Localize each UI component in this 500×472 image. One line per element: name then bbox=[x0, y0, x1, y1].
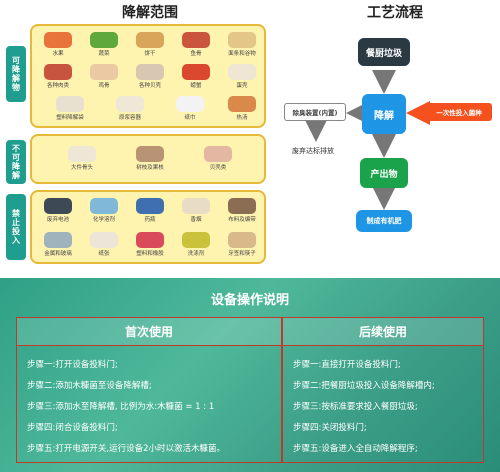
first-use-step: 步骤三:添加水至降解槽, 比例为水:木糠菌 = 1 : 1 bbox=[27, 402, 215, 412]
subsequent-use-step: 步骤二:把餐厨垃圾投入设备降解槽内; bbox=[293, 381, 435, 391]
first-use-step: 步骤二:添加木糠菌至设备降解槽; bbox=[27, 381, 152, 391]
instructions-band bbox=[0, 278, 500, 472]
item-noodles: 面条和谷物 bbox=[222, 32, 262, 57]
item-chicken-bone: 鸡骨 bbox=[84, 64, 124, 89]
flow-node-fertilizer: 制成有机肥 bbox=[356, 210, 412, 232]
category-tab-degradable: 可降解物 bbox=[6, 46, 26, 102]
subsequent-use-step: 步骤一:直接打开设备投料门; bbox=[293, 360, 401, 370]
item-meat: 各种肉类 bbox=[38, 64, 78, 89]
category-tab-nondegradable: 不可降解 bbox=[6, 140, 26, 184]
item-cigarette: 香烟 bbox=[176, 198, 216, 223]
subsequent-use-step: 步骤三:按标准要求投入餐厨垃圾; bbox=[293, 402, 418, 412]
instructions-title: 设备操作说明 bbox=[210, 293, 289, 308]
first-use-step: 步骤五:打开电源开关,运行设备2小时以激活木糠菌。 bbox=[27, 444, 225, 454]
degradation-range-title: 降解范围 bbox=[122, 5, 178, 21]
item-eggshell: 蛋壳 bbox=[222, 64, 262, 89]
flow-node-one-time-strain: 一次性投入菌种 bbox=[426, 103, 492, 121]
subsequent-use-step: 步骤五:设备进入全自动降解程序; bbox=[293, 444, 418, 454]
flow-node-deodorize: 除臭装置(内置) bbox=[284, 103, 346, 121]
flow-node-kitchen-waste: 餐厨垃圾 bbox=[358, 38, 410, 66]
category-tab-prohibited: 禁止投入 bbox=[6, 194, 26, 260]
first-use-column: 首次使用 步骤一:打开设备投料门; 步骤二:添加木糠菌至设备降解槽; 步骤三:添… bbox=[17, 318, 281, 462]
item-battery: 废弃电池 bbox=[38, 198, 78, 223]
item-fishbone: 鱼骨 bbox=[176, 32, 216, 57]
instructions-table: 首次使用 步骤一:打开设备投料门; 步骤二:添加木糠菌至设备降解槽; 步骤三:添… bbox=[16, 317, 484, 463]
first-use-header: 首次使用 bbox=[17, 318, 281, 346]
item-large-bone: 大件骨头 bbox=[62, 146, 102, 171]
nondegradable-panel: 大件骨头 树枝及果核 贝壳类 bbox=[30, 134, 266, 184]
flow-node-output: 产出物 bbox=[360, 158, 408, 188]
subsequent-use-step: 步骤四:关闭投料门; bbox=[293, 423, 367, 433]
item-crab: 螃蟹 bbox=[176, 64, 216, 89]
flow-node-degrade: 降解 bbox=[362, 94, 406, 134]
item-medicine-bottle: 药瓶 bbox=[130, 198, 170, 223]
item-cloth-strap: 布料及编带 bbox=[222, 198, 262, 223]
item-detergent: 洗涤剂 bbox=[176, 232, 216, 257]
item-fruit: 水果 bbox=[38, 32, 78, 57]
column-divider bbox=[281, 318, 283, 462]
first-use-step: 步骤一:打开设备投料门; bbox=[27, 360, 118, 370]
subsequent-use-header: 后续使用 bbox=[283, 318, 483, 346]
item-pulp-container: 原浆容器 bbox=[110, 96, 150, 121]
item-plastic-rubber: 塑料和橡胶 bbox=[130, 232, 170, 257]
item-degradable-bag: 塑料降解袋 bbox=[50, 96, 90, 121]
first-use-step: 步骤四:闭合设备投料门; bbox=[27, 423, 118, 433]
item-biscuit: 饼干 bbox=[130, 32, 170, 57]
item-paper: 纸张 bbox=[84, 232, 124, 257]
flow-text-exhaust: 废弃达标排放 bbox=[292, 147, 334, 155]
item-vegetable: 蔬菜 bbox=[84, 32, 124, 57]
process-flow-title: 工艺流程 bbox=[367, 5, 423, 21]
flow-arrows bbox=[304, 70, 430, 210]
degradable-panel: 水果 蔬菜 饼干 鱼骨 面条和谷物 各种肉类 鸡骨 各种贝壳 螃蟹 蛋壳 塑料降… bbox=[30, 24, 266, 128]
prohibited-panel: 废弃电池 化学溶剂 药瓶 香烟 布料及编带 金属和玻璃 纸张 塑料和橡胶 洗涤剂… bbox=[30, 190, 266, 264]
item-branches-pits: 树枝及果核 bbox=[130, 146, 170, 171]
item-shells: 贝壳类 bbox=[198, 146, 238, 171]
subsequent-use-column: 后续使用 步骤一:直接打开设备投料门; 步骤二:把餐厨垃圾投入设备降解槽内; 步… bbox=[283, 318, 483, 462]
item-chemical-solvent: 化学溶剂 bbox=[84, 198, 124, 223]
item-hot-soup: 热汤 bbox=[222, 96, 262, 121]
item-shellfish: 各种贝壳 bbox=[130, 64, 170, 89]
item-metal-glass: 金属和玻璃 bbox=[38, 232, 78, 257]
item-toothpicks-chopsticks: 牙签和筷子 bbox=[222, 232, 262, 257]
item-tissue: 纸巾 bbox=[170, 96, 210, 121]
